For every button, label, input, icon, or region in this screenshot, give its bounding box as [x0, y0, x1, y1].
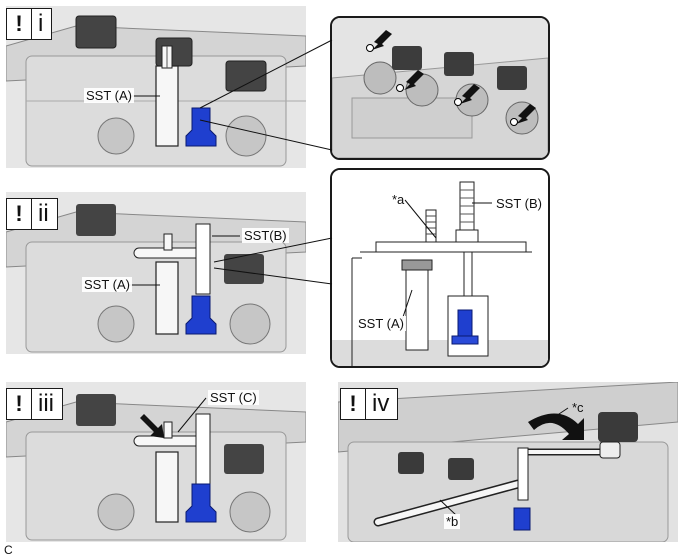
engine-illustration-iii — [6, 382, 306, 542]
label-star-a: *a — [392, 192, 405, 207]
label-sst-c: SST (C) — [208, 390, 259, 405]
label-star-c: *c — [572, 400, 584, 415]
caution-icon: ! — [7, 9, 32, 39]
step-i-marker: ! i — [6, 8, 53, 40]
panel-step-iv — [338, 382, 678, 542]
label-sst-a-detail: SST (A) — [356, 316, 406, 331]
step-ii-numeral: ii — [38, 200, 49, 227]
step-iv-marker: ! iv — [340, 388, 399, 420]
step-i-numeral: i — [38, 10, 44, 37]
label-sst-a-ii: SST (A) — [82, 277, 132, 292]
figure-code: C — [4, 543, 13, 557]
label-sst-b-ii: SST(B) — [242, 228, 289, 243]
step-iv-numeral: iv — [372, 390, 390, 417]
panel-step-iii — [6, 382, 306, 542]
step-iii-marker: ! iii — [6, 388, 63, 420]
arrow-icon — [140, 414, 164, 438]
caution-icon: ! — [341, 389, 366, 419]
label-sst-a-i: SST (A) — [84, 88, 134, 103]
detail-callout-i — [330, 16, 550, 160]
rotation-arrow-icon — [528, 413, 584, 440]
cylinder-head-closeup — [332, 18, 548, 158]
caution-icon: ! — [7, 389, 32, 419]
caution-icon: ! — [7, 199, 32, 229]
label-star-b: *b — [444, 514, 461, 529]
step-iii-numeral: iii — [38, 390, 54, 417]
label-sst-b-detail: SST (B) — [494, 196, 544, 211]
step-ii-marker: ! ii — [6, 198, 58, 230]
